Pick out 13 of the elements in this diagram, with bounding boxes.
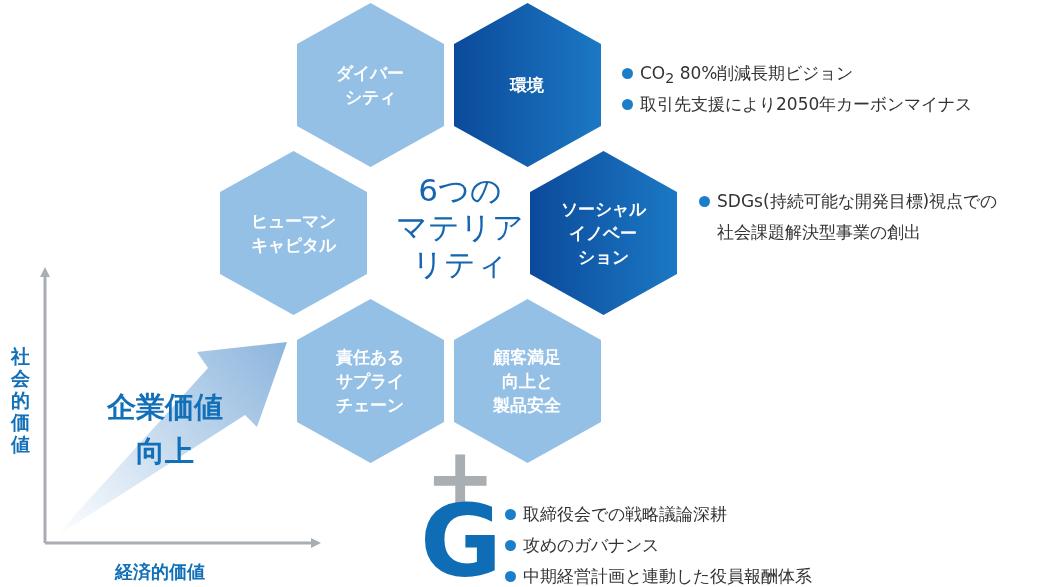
bullet-text: SDGs(持続可能な開発目標)視点での社会課題解決型事業の創出 <box>697 186 998 248</box>
bullet-text: 中期経営計画と連動した役員報酬体系 <box>503 561 812 587</box>
hexagon-tile: ソーシャルイノベーション <box>529 151 677 315</box>
hexagon-tile: ヒューマンキャピタル <box>219 151 367 315</box>
bullet-text: 取締役会での戦略議論深耕 <box>503 499 727 530</box>
axis-label: 経済的価値 <box>113 560 206 584</box>
hexagon-tile: ダイバーシティ <box>296 3 444 167</box>
arrow-label: 企業価値向上 <box>106 389 224 470</box>
hexagon-tile: 責任あるサプライチェーン <box>296 299 444 463</box>
hexagon-tile: 環境 <box>453 3 601 167</box>
bullet-text: 攻めのガバナンス <box>503 530 659 561</box>
axis-label: 社会的価値 <box>10 345 30 455</box>
center-title: 6つのマテリアリティ <box>395 172 525 283</box>
